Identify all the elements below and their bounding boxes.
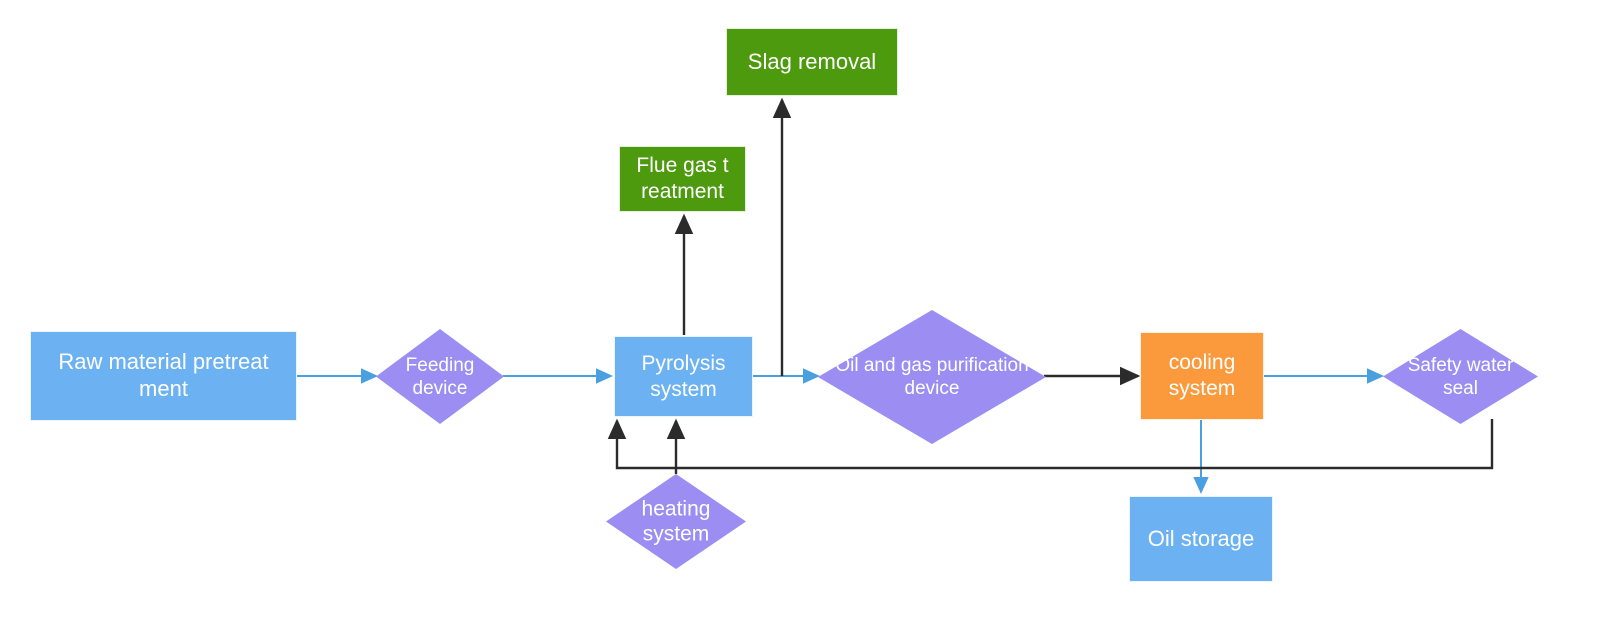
node-cooling-label: cooling system: [1169, 350, 1236, 401]
node-flue-gas-line1: Flue gas t: [636, 154, 729, 178]
node-slag-removal-label: Slag removal: [747, 48, 877, 74]
node-flue-gas-label: Flue gas t reatment: [636, 153, 728, 204]
node-raw-material-pretreatment[interactable]: Raw material pretreat ment: [30, 331, 297, 421]
edge-safety-seal-return-to-pyrolysis: [607, 418, 1494, 470]
node-oil-gas-purification-device[interactable]: Oil and gas purification device: [818, 310, 1046, 444]
node-oil-storage-label: Oil storage: [1147, 525, 1255, 551]
node-flue-gas-treatment[interactable]: Flue gas t reatment: [619, 146, 746, 212]
node-safety-water-seal-label: Safety water seal: [1408, 353, 1514, 399]
node-safety-water-seal-line1: Safety water: [1407, 354, 1514, 376]
node-pyrolysis-line2: system: [650, 377, 717, 401]
node-oil-gas-purification-line1: Oil and gas purification: [835, 354, 1029, 376]
node-oil-gas-purification-label: Oil and gas purification device: [835, 354, 1028, 400]
node-heating-system-label: heating system: [642, 496, 711, 547]
node-pyrolysis-label: Pyrolysis system: [641, 351, 725, 402]
node-raw-material-line1: Raw material pretreat: [58, 349, 269, 375]
node-safety-water-seal[interactable]: Safety water seal: [1383, 329, 1538, 424]
node-raw-material-line2: ment: [139, 376, 188, 401]
node-oil-gas-purification-line2: device: [904, 378, 960, 399]
node-raw-material-label: Raw material pretreat ment: [58, 349, 268, 403]
node-pyrolysis-line1: Pyrolysis: [641, 351, 726, 375]
node-cooling-line1: cooling: [1168, 351, 1236, 375]
node-flue-gas-line2: reatment: [641, 180, 724, 203]
node-feeding-device-label: Feeding device: [406, 353, 475, 399]
node-cooling-system[interactable]: cooling system: [1140, 332, 1264, 420]
node-safety-water-seal-line2: seal: [1443, 377, 1478, 399]
node-heating-system-line2: system: [642, 522, 710, 546]
node-feeding-device-line2: device: [412, 377, 468, 399]
node-cooling-line2: system: [1168, 377, 1236, 400]
node-oil-storage[interactable]: Oil storage: [1129, 496, 1273, 582]
node-heating-system[interactable]: heating system: [606, 474, 746, 569]
node-feeding-device[interactable]: Feeding device: [376, 329, 504, 424]
node-feeding-device-line1: Feeding: [405, 354, 475, 376]
node-slag-removal[interactable]: Slag removal: [726, 28, 898, 96]
node-pyrolysis-system[interactable]: Pyrolysis system: [614, 336, 753, 417]
node-heating-system-line1: heating: [641, 496, 711, 520]
